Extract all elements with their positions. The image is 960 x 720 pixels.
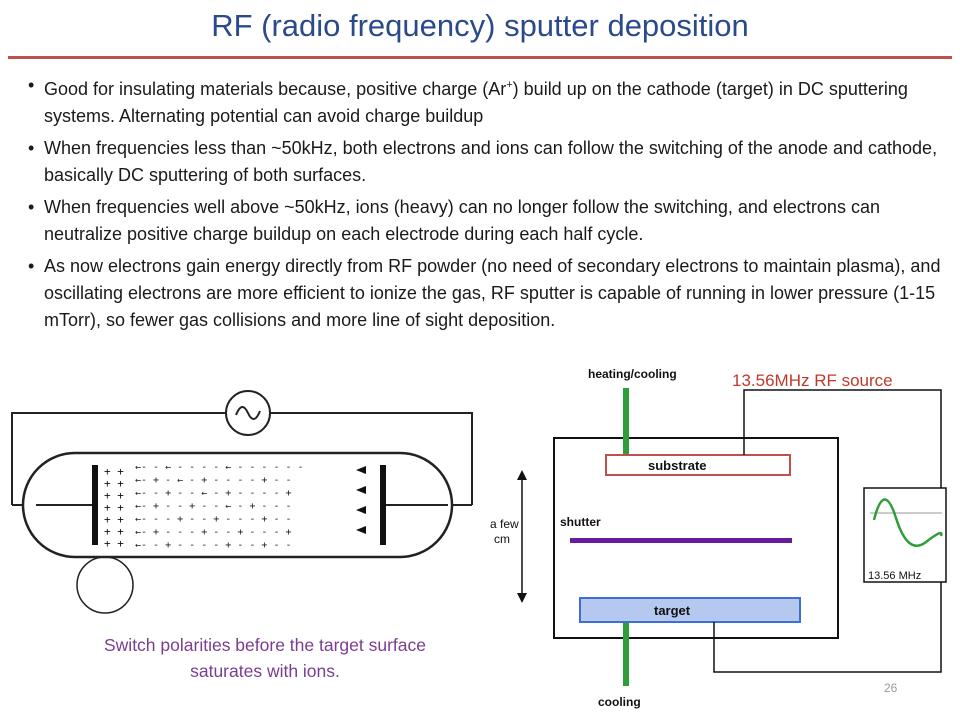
svg-text:+ +: + + xyxy=(104,465,124,478)
page-number: 26 xyxy=(884,681,898,695)
bullet-item: •When frequencies less than ~50kHz, both… xyxy=(22,135,947,189)
svg-text:+ +: + + xyxy=(104,537,124,550)
substrate-plate xyxy=(605,454,791,476)
svg-text:←- - - + - - + - - - + - -: ←- - - + - - + - - - + - - xyxy=(135,514,292,525)
sine-wave-icon xyxy=(872,498,943,547)
bullet-item: •As now electrons gain energy directly f… xyxy=(22,253,947,334)
cooling-label: cooling xyxy=(598,695,641,709)
oscilloscope-panel xyxy=(863,487,947,583)
discharge-tube-figure: + ++ ++ + + ++ ++ + + + ←- - ← - - - - ←… xyxy=(11,390,473,614)
dimension-label-a-few: a few xyxy=(490,517,519,531)
left-electrode xyxy=(92,465,98,545)
svg-text:←- + - ← - + - - - - + - -: ←- + - ← - + - - - - + - - xyxy=(135,475,292,486)
svg-text:←- + - - + - - ← - + - - -: ←- + - - + - - ← - + - - - xyxy=(135,501,292,512)
cooling-pipe xyxy=(623,618,629,686)
svg-text:←- - + - - - - + - - + - -: ←- - + - - - - + - - + - - xyxy=(135,540,292,551)
plus-sign-icon: + ++ ++ + + ++ ++ + + + xyxy=(104,465,124,550)
substrate-label: substrate xyxy=(648,458,707,473)
bullet-item: •Good for insulating materials because, … xyxy=(22,72,947,130)
figure-caption: Switch polarities before the target surf… xyxy=(104,635,426,681)
bullet-dot-icon: • xyxy=(28,197,35,217)
bullet-dot-icon: • xyxy=(28,256,35,276)
shutter-label: shutter xyxy=(560,515,601,529)
dimension-label-cm: cm xyxy=(494,532,510,546)
scope-frequency-label: 13.56 MHz xyxy=(868,570,921,582)
target-label: target xyxy=(654,603,691,618)
bullet-item: •When frequencies well above ~50kHz, ion… xyxy=(22,194,947,248)
heating-pipe xyxy=(623,388,629,458)
rf-source-label: 13.56MHz RF source xyxy=(732,371,893,390)
minus-sign-icon: ←- - ← - - - - ← - - - - - - ←- + - ← - … xyxy=(135,462,304,551)
bullet-dot-icon: • xyxy=(28,75,35,95)
ac-source-icon xyxy=(225,390,271,436)
svg-text:+ +: + + xyxy=(104,513,124,526)
bullet-list: •Good for insulating materials because, … xyxy=(22,72,947,339)
svg-text:←- + - - - + - - + - - - +: ←- + - - - + - - + - - - + xyxy=(135,527,292,538)
shutter-bar xyxy=(570,538,792,543)
svg-text:+ +: + + xyxy=(104,525,124,538)
bullet-dot-icon: • xyxy=(28,138,35,158)
slide-title: RF (radio frequency) sputter deposition xyxy=(211,8,749,43)
svg-text:+ +: + + xyxy=(104,501,124,514)
heating-cooling-label: heating/cooling xyxy=(588,367,677,381)
chamber-wall xyxy=(553,437,839,639)
svg-text:+ +: + + xyxy=(104,489,124,502)
rf-chamber-figure: heating/cooling substrate shutter a few … xyxy=(490,367,947,709)
svg-text:+ +: + + xyxy=(104,477,124,490)
svg-text:←- - + - - ← - + - - - - +: ←- - + - - ← - + - - - - + xyxy=(135,488,292,499)
right-electrode xyxy=(380,465,386,545)
svg-text:←- - ← - - - - ← - - - - - -: ←- - ← - - - - ← - - - - - - xyxy=(135,462,304,473)
title-underline xyxy=(8,56,952,59)
highlight-circle xyxy=(76,556,134,614)
target-plate xyxy=(579,597,801,623)
